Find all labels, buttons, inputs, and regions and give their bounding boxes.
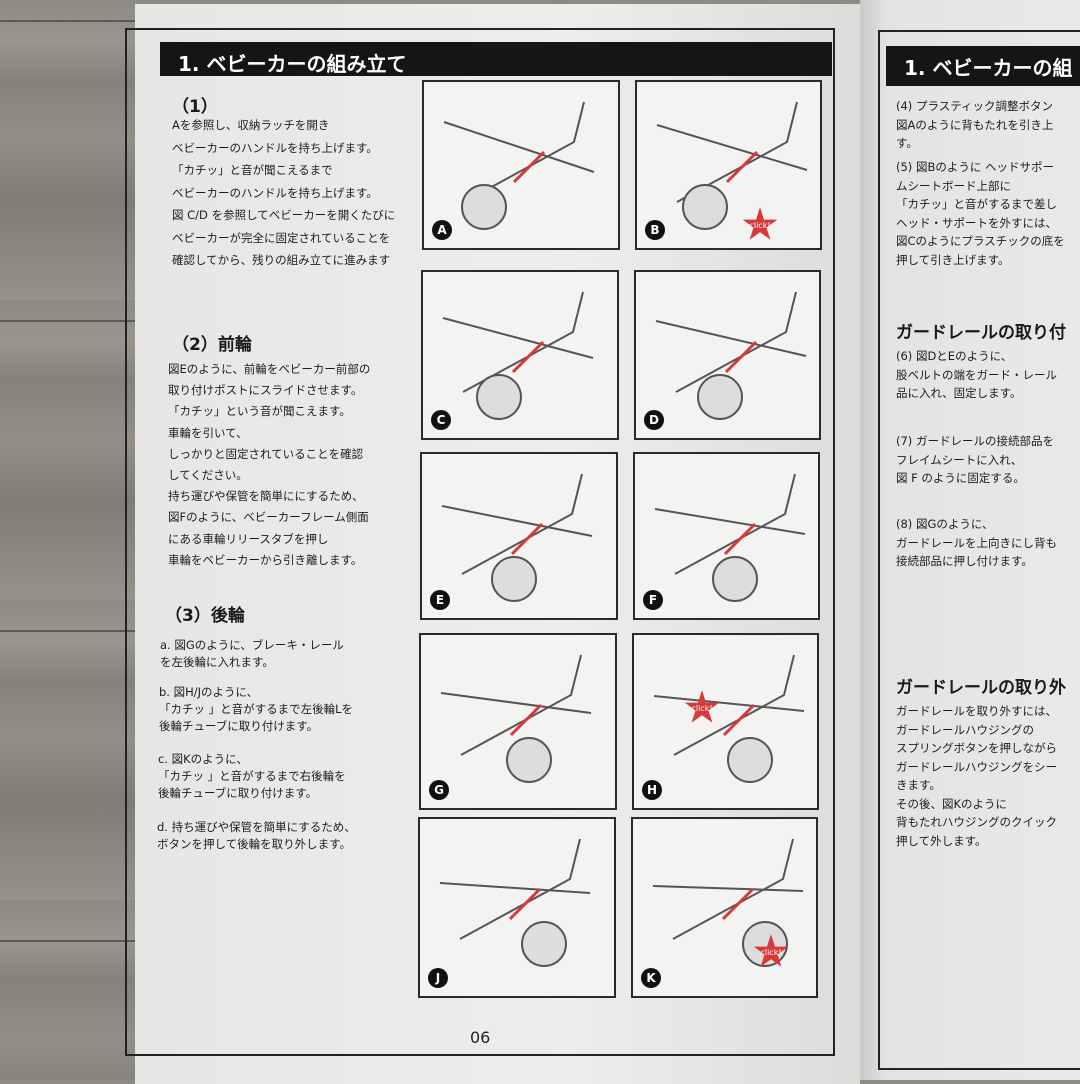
text-line: ガードレールハウジングをシー [896,759,1057,774]
text-line: 股ベルトの端をガード・レール [896,367,1057,382]
text-line: ガードレールハウジングの [896,722,1034,737]
figure-label: F [643,590,663,610]
text-line: 背もたれハウジングのクイック [896,815,1057,829]
figure-a: A [422,80,620,250]
text-line: ベビーカーのハンドルを持ち上げます。 [172,140,378,155]
stroller-illustration [652,838,804,967]
text-line: 図 C/D を参照してベビーカーを開くたびに [172,208,396,222]
figure-g: G [419,633,617,810]
text-line: 取り付けポストにスライドさせます。 [168,383,363,398]
wood-grain [0,940,140,942]
stroller-illustration [442,291,594,420]
text-line: 押して外します。 [896,833,987,848]
text-line: ベビーカーのハンドルを持ち上げます。 [172,185,378,200]
figure-f: F [633,452,820,620]
text-line: (7) ガードレールの接続部品を [896,434,1054,448]
text-line: 図Eのように、前輪をベビーカー前部の [168,362,371,376]
text-line: きます。 [896,778,941,792]
text-line: c. 図Kのように、 [158,752,248,766]
text-line: しっかりと固定されていることを確認 [168,446,364,461]
wood-grain [0,20,140,22]
text-line: 「カチッ 」と音がするまで左後輪Lを [159,702,354,716]
text-line: フレイムシートに入れ、 [896,452,1023,467]
section-header: 1. ベビーカーの組み立て [160,42,832,76]
text-line: 品に入れ、固定します。 [896,386,1022,400]
right-section-header: 1. ベビーカーの組 [886,46,1080,86]
section-title: （3）後輪 [165,606,245,626]
text-line: 「カチッ」と音がするまで差し [896,197,1057,211]
figure-label: A [432,220,452,240]
text-line: 「カチッ」と音が聞こえるまで [172,163,333,177]
text-line: にある車輪リリースタブを押し [168,531,329,546]
text-line: 図Aのように背もたれを引き上 [896,117,1054,132]
section-title: （1） [172,97,218,117]
text-line: d. 持ち運びや保管を簡単にするため、 [157,820,356,834]
text-line: 後輪チューブに取り付けます。 [158,786,318,800]
text-line: ガードレールを上向きにし背も [896,535,1057,550]
stroller-illustration [440,654,592,783]
figure-label: G [429,780,449,800]
text-line: してください。 [168,468,248,482]
text-line: a. 図Gのように、ブレーキ・レール [160,638,344,652]
stroller-illustration [655,291,807,420]
text-line: 図Cのようにプラスチックの底を [896,234,1065,248]
right-page [860,0,1080,1080]
text-line: 「カチッ 」と音がするまで右後輪を [158,769,346,783]
text-line: スプリングボタンを押しながら [896,741,1057,755]
text-line: (8) 図Gのように、 [896,517,994,531]
figure-j: J [418,817,616,998]
text-line: ベビーカーが完全に固定されていることを [172,230,391,245]
wood-grain [0,630,140,632]
stroller-illustration [656,101,808,230]
text-line: その後、図Kのように [896,796,1008,811]
text-line: ヘッド・サポートを外すには、 [896,215,1057,230]
stroller-illustration [439,838,591,967]
stroller-illustration [441,473,593,602]
stroller-illustration [654,473,806,602]
text-line: 図 F のように固定する。 [896,471,1025,485]
text-line: (5) 図Bのように ヘッドサポー [896,160,1054,174]
figure-d: D [634,270,821,440]
text-line: ムシートボード上部に [896,178,1011,193]
text-line: 押して引き上げます。 [896,252,1010,267]
text-line: ボタンを押して後輪を取り外します。 [157,837,352,851]
left-page-border [125,28,835,1056]
page-number: 06 [470,1028,491,1047]
wood-grain [0,320,140,322]
text-line: (4) プラスティック調整ボタン [896,99,1054,113]
section-title: （2）前輪 [172,335,252,355]
figure-e: E [420,452,618,620]
text-line: 図Fのように、ベビーカーフレーム側面 [168,510,369,525]
text-line: Aを参照し、収納ラッチを開き [172,118,330,132]
figure-label: D [644,410,664,430]
text-line: 車輪をベビーカーから引き離します。 [168,552,363,567]
text-line: ガードレールを取り外すには、 [896,704,1057,718]
figure-label: E [430,590,450,610]
figure-label: K [641,968,661,988]
figure-label: B [645,220,665,240]
text-line: 後輪チューブに取り付けます。 [159,719,319,733]
figure-label: C [431,410,451,430]
text-line: 車輪を引いて、 [168,425,248,440]
figure-c: C [421,270,619,440]
figure-label: J [428,968,448,988]
section-heading: ガードレールの取り外 [896,678,1066,698]
stroller-illustration [443,101,595,230]
text-line: 「カチッ」という音が聞こえます。 [168,404,351,419]
right-page-border [878,30,1080,1070]
text-line: 確認してから、残りの組み立てに進みます [172,253,391,267]
text-line: 接続部品に押し付けます。 [896,554,1033,568]
figure-label: H [642,780,662,800]
text-line: 持ち運びや保管を簡単ににするため、 [168,489,364,504]
text-line: (6) 図DとEのように、 [896,349,1013,363]
text-line: b. 図H/Jのように、 [159,685,259,699]
text-line: す。 [896,136,918,150]
section-heading: ガードレールの取り付 [896,323,1066,343]
text-line: を左後輪に入れます。 [160,655,274,669]
stroller-illustration [653,654,805,783]
